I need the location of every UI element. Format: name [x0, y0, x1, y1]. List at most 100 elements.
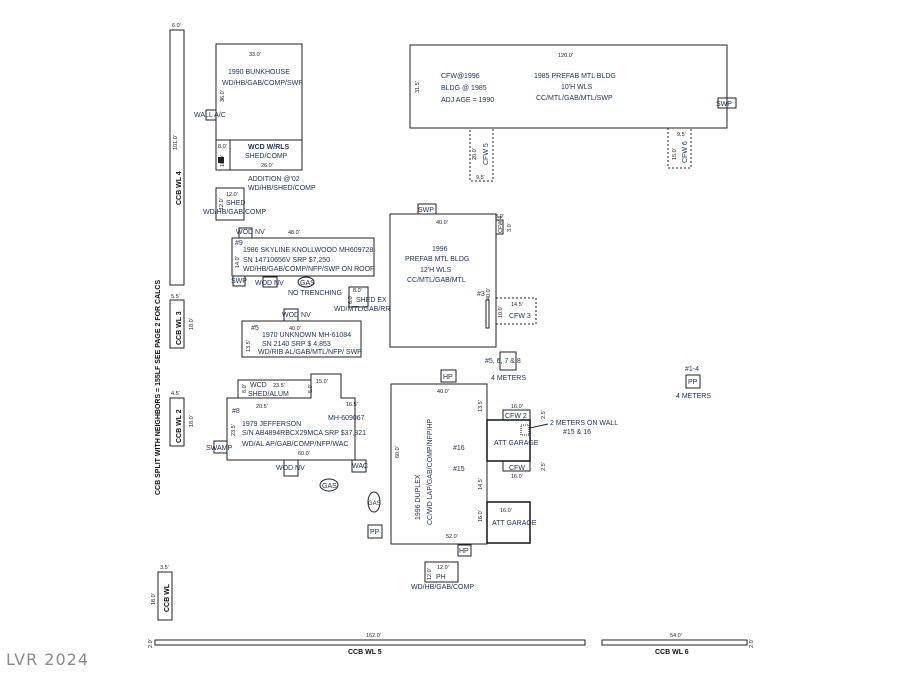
- prefab-1985-depth: 31.5': [415, 81, 421, 93]
- cfw-2: 16.0' CFW 2 2.5': [502, 404, 547, 436]
- mh5-serial: SN 2140 SRP $ 4,853: [262, 341, 331, 348]
- duplex-d2: 14.5': [478, 478, 484, 490]
- att-garage-1: ATT GARAGE: [486, 419, 539, 462]
- cfw-4-box: [495, 219, 504, 235]
- shed-ex-d1: 8.0': [353, 288, 362, 294]
- ccb-wl-2-width: 4.5': [171, 391, 180, 397]
- wcd-materials: SHED/COMP: [245, 153, 288, 160]
- duplex-1996: 40.0' 13.5' 60.0' 1996 DUPLEX CC/WD LAP/…: [390, 383, 488, 545]
- meters-5-8-box: [499, 351, 517, 371]
- cfw-d2: 2.5': [541, 462, 547, 471]
- mh5-depth: 13.5': [246, 340, 252, 352]
- mh8-width: 60.0': [298, 451, 310, 457]
- gas-label-1: GAS: [300, 280, 315, 287]
- wcd-alum-shed: [237, 379, 312, 399]
- shed-materials: WD/HB/GAB/COMP: [203, 209, 266, 216]
- prefab-1996-swp: SWP: [418, 207, 434, 214]
- wcd-d3: 26.0': [261, 163, 273, 169]
- ccb-wl-2: CCB WL 2 18.0' 4.5': [169, 391, 195, 447]
- bunkhouse-materials: WD/HB/GAB/COMP/SWP: [222, 80, 303, 87]
- wcd-d1: 8.0': [218, 144, 227, 150]
- prefab-1996-number: #3: [477, 291, 485, 298]
- cfw-5-d2: 9.5': [476, 175, 485, 181]
- swamp-box: [213, 440, 228, 454]
- mh9-title: 1986 SKYLINE KNOLLWOOD MH609728: [243, 247, 373, 254]
- ph-materials: WD/HB/GAB/COMP: [411, 584, 474, 591]
- gas-marker-1: [297, 276, 315, 288]
- ccb-wl-5-width: 2.0': [148, 639, 154, 648]
- ccb-wl-5: 162.0' CCB WL 5 2.0': [148, 633, 586, 656]
- duplex-bottom: 52.0': [446, 534, 458, 540]
- pp-1-4-number: #1-4: [685, 366, 699, 373]
- ph-d2: 12.0': [427, 568, 433, 580]
- duplex-unit-16: #16: [453, 445, 465, 452]
- ccb-wl-3-label: CCB WL 3: [176, 311, 183, 345]
- wcd-alum-title: WCD: [250, 382, 267, 389]
- shed-ex-title: SHED EX: [356, 297, 387, 304]
- prefab-1985-note-2: BLDG @ 1985: [441, 85, 487, 92]
- mh9-serial: SN 14710656V SRP $7,250: [243, 257, 330, 264]
- cfw-2-d1: 16.0': [511, 404, 523, 410]
- meters-5-8-label: 4 METERS: [491, 375, 526, 382]
- swp-box-9: [232, 275, 246, 287]
- cfw-2-d2: 2.5': [541, 410, 547, 419]
- shed-d1: 12.0': [226, 192, 238, 198]
- wac-box: [351, 459, 367, 473]
- ph-d1: 12.0': [437, 565, 449, 571]
- ccb-wl-6-length: 54.0': [670, 633, 682, 639]
- cfw-6-label: CFW 6: [682, 141, 689, 163]
- mh8-depth: 23.5': [231, 424, 237, 436]
- shed-d2: 12.0': [219, 198, 225, 210]
- mh9-depth: 14.0': [235, 256, 241, 268]
- duplex-materials: CC/WD LAP/GAB/COMP/NFP/HP: [427, 418, 434, 525]
- wall-ac-label: WALL A/C: [194, 112, 226, 119]
- meters-5-8-number: #5, 6, 7 & 8: [485, 358, 521, 365]
- shed-ex: 8.0' 6.0' SHED EX WD/MTL/GAB/RR: [334, 286, 390, 313]
- gas-label-2: GAS: [322, 483, 337, 490]
- prefab-1985-materials: CC/MTL/GAB/MTL/SWP: [536, 95, 613, 102]
- bunkhouse-width: 33.0': [249, 52, 261, 58]
- att-garage-2: 16.0' ATT GARAGE: [486, 501, 537, 544]
- addition-materials: WD/HB/SHED/COMP: [248, 185, 316, 192]
- wcd-marker: [218, 157, 224, 163]
- prefab-1985-note-1: CFW@1996: [441, 73, 480, 80]
- ccb-wl-5-label: CCB WL 5: [348, 649, 382, 656]
- prefab-1985-note-3: ADJ AGE = 1990: [441, 97, 494, 104]
- ccb-wl-2-label: CCB WL 2: [176, 409, 183, 443]
- wcd-alum-d1: 23.5': [273, 383, 285, 389]
- cfw: CFW 16.0' 2.5': [502, 460, 547, 480]
- swp-label-9: SWP: [231, 278, 247, 285]
- pp-box: [367, 524, 383, 539]
- hp-label-1: HP: [443, 374, 453, 381]
- bunkhouse-depth: 36.0': [220, 90, 226, 102]
- bunkhouse: 33.0' 36.0' 1990 BUNKHOUSE WD/HB/GAB/COM…: [194, 43, 303, 141]
- pp-1-4-meters: 4 METERS: [676, 393, 711, 400]
- wod-nv-9b: WOD NV: [255, 280, 284, 287]
- mh5-materials: WD/RIB AL/GAB/MTL/NFP/ SWP: [258, 349, 362, 356]
- att-garage-1-label: ATT GARAGE: [494, 440, 539, 447]
- mh8-d1: 15.0': [316, 379, 328, 385]
- prefab-1985-title: 1985 PREFAB MTL BLDG: [534, 73, 616, 80]
- mh8-d4: 16.5': [346, 402, 358, 408]
- ccb-wl-5-length: 162.0': [366, 633, 381, 639]
- pump-house: 12.0' 12.0' PH WD/HB/GAB/COMP: [411, 561, 474, 591]
- mh8-d2: 5.0': [308, 384, 314, 393]
- prefab-1996-width: 40.0': [436, 220, 448, 226]
- mh8-d3: 20.5': [256, 404, 268, 410]
- wall-ac-box: [205, 109, 217, 121]
- mobile-home-9: WOD NV 48.0' #9 14.0' 1986 SKYLINE KNOLL…: [231, 227, 375, 277]
- mh5-title: 1970 UNKNOWN MH-61084: [262, 332, 351, 339]
- mh8-number: #8: [232, 408, 240, 415]
- mobile-home-5: WOD NV 40.0' #5 13.5' 1970 UNKNOWN MH-61…: [241, 308, 362, 358]
- cfw-5-d1: 20.0': [472, 148, 478, 160]
- duplex-title: 1996 DUPLEX: [415, 474, 422, 520]
- wcd-alum-d2: 8.0': [242, 384, 248, 393]
- duplex-unit-15: #15: [453, 466, 465, 473]
- mh9-wod-box: [238, 227, 253, 239]
- ccb-wl-2-length: 18.0': [189, 415, 195, 427]
- duplex-d1: 13.5': [478, 400, 484, 412]
- cfw-4-d1: 3.0': [495, 214, 504, 220]
- prefab-1996-title: PREFAB MTL BLDG: [405, 256, 469, 263]
- prefab-1985-swp-box: [717, 97, 737, 109]
- ph-label: PH: [436, 574, 446, 581]
